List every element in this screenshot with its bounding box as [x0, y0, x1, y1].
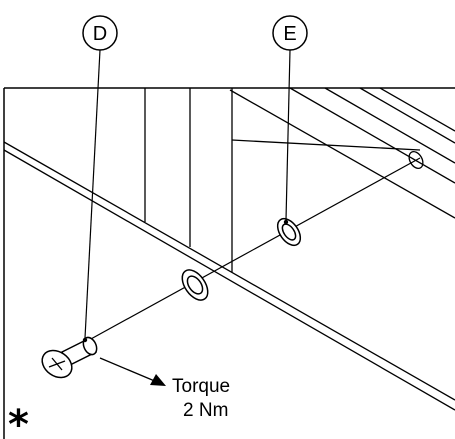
callout-e-label: E — [283, 23, 296, 45]
assembly-axis-line — [79, 157, 421, 346]
panel-lines — [144, 88, 233, 272]
torque-label: Torque — [172, 376, 230, 397]
callout-e: E — [272, 15, 308, 225]
washer-e — [276, 217, 302, 247]
callout-d: D — [82, 15, 118, 343]
detail-frame — [3, 87, 455, 439]
rail-edges — [3, 87, 455, 411]
torque-value: 2 Nm — [183, 400, 228, 421]
callout-d-label: D — [93, 23, 107, 45]
note-asterisk-marker: * — [8, 402, 29, 439]
torque-arrow — [99, 357, 166, 386]
washer-middle — [181, 269, 209, 301]
screw-d — [41, 336, 98, 379]
